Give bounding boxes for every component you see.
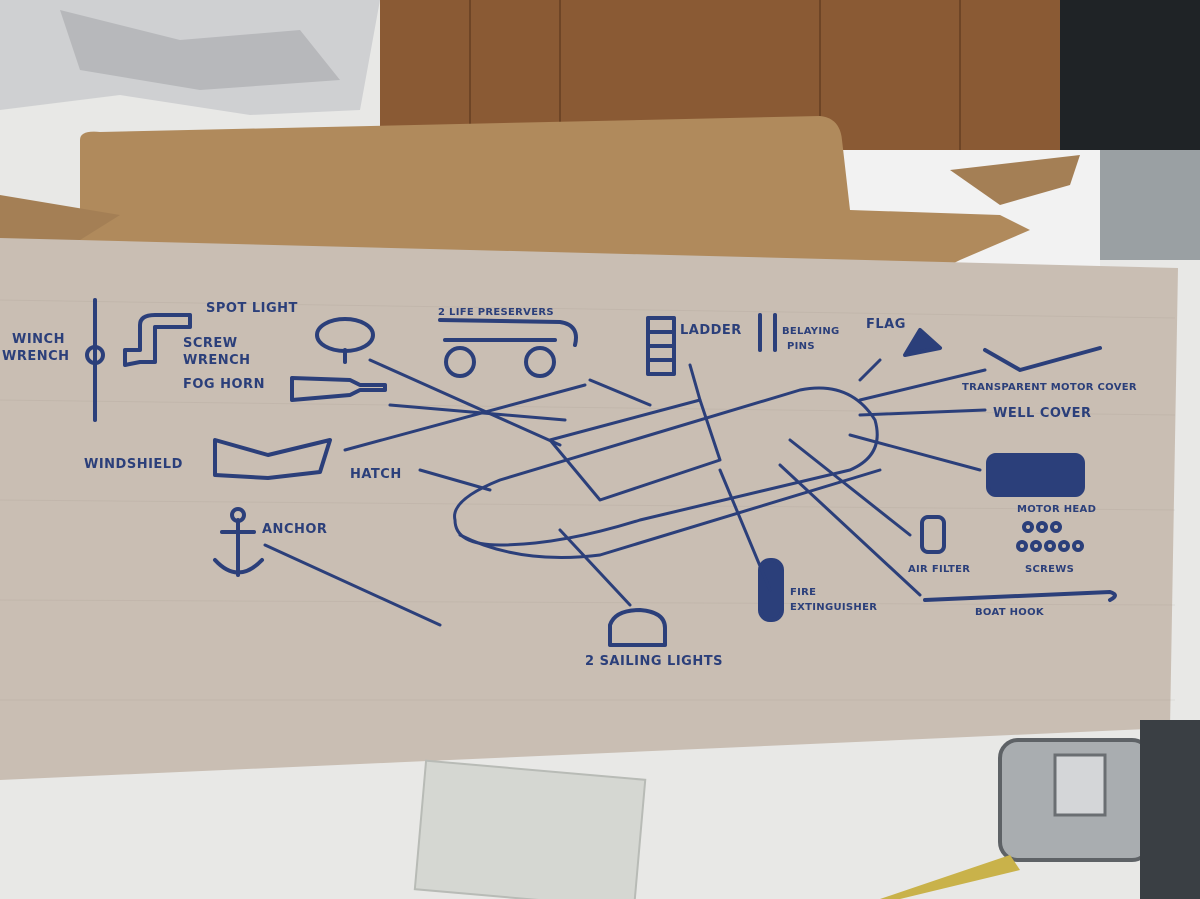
label-motor-head: MOTOR HEAD [1017, 504, 1097, 515]
boat-hull [453, 386, 879, 547]
winch-wrench-icon [85, 298, 105, 422]
leader-lines [263, 358, 987, 627]
screws-icon [1016, 521, 1084, 552]
fog-horn-icon [290, 376, 387, 402]
label-fog-horn: FOG HORN [183, 377, 265, 392]
motor-head-icon [986, 453, 1085, 497]
measuring-tape-strip [880, 855, 1020, 899]
windshield-icon [213, 438, 332, 480]
label-life-preservers: 2 LIFE PRESERVERS [438, 307, 554, 318]
label-screw-wrench-2: WRENCH [183, 353, 251, 368]
label-screws: SCREWS [1025, 564, 1075, 575]
box-front-panel [0, 238, 1178, 780]
label-motor-cover: TRANSPARENT MOTOR COVER [962, 382, 1137, 393]
glass-plate [413, 759, 647, 899]
label-belaying-2: PINS [787, 341, 815, 352]
label-air-filter: AIR FILTER [908, 564, 971, 575]
label-hatch: HATCH [350, 467, 402, 482]
boat-hook-icon [923, 590, 1117, 602]
box-flap [80, 116, 1030, 275]
label-wrench: WRENCH [2, 349, 70, 364]
label-fire-2: EXTINGUISHER [790, 602, 878, 613]
label-screw-wrench-1: SCREW [183, 336, 238, 351]
parts-diagram [85, 298, 1117, 647]
label-belaying-1: BELAYING [782, 326, 840, 337]
anchor-icon [213, 507, 264, 577]
dark-object [1060, 0, 1200, 170]
label-ladder: LADDER [680, 323, 742, 338]
label-spot-light: SPOT LIGHT [206, 301, 298, 316]
flag-icon [903, 328, 942, 357]
ladder-icon [646, 316, 676, 376]
label-boat-hook: BOAT HOOK [975, 607, 1044, 618]
air-filter-icon [920, 515, 946, 554]
sailing-lights-icon [608, 608, 667, 647]
label-windshield: WINDSHIELD [84, 457, 183, 472]
label-winch: WINCH [12, 332, 65, 347]
label-flag: FLAG [866, 317, 906, 332]
label-well-cover: WELL COVER [993, 406, 1092, 421]
life-preservers-icon [438, 318, 578, 378]
label-anchor: ANCHOR [262, 522, 328, 537]
label-sailing-lights: 2 SAILING LIGHTS [585, 654, 723, 669]
label-fire-1: FIRE [790, 587, 817, 598]
screw-wrench-icon [123, 313, 192, 367]
motor-cover-icon [983, 346, 1102, 372]
